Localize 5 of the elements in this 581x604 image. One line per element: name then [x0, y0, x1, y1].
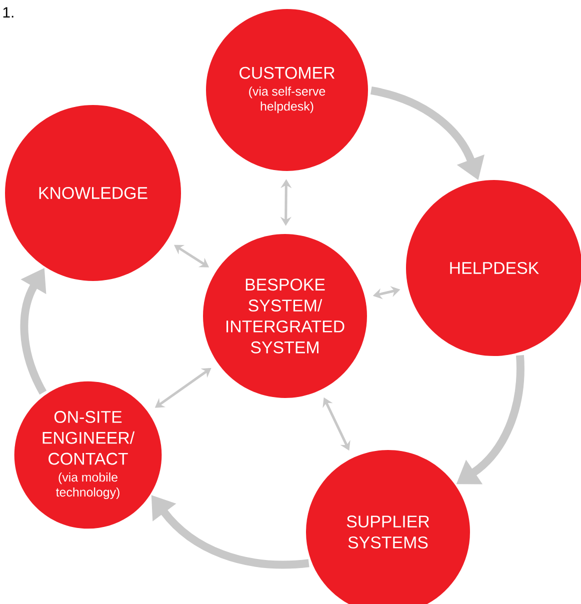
circle-node: CUSTOMER (via self-serve helpdesk) [206, 9, 368, 171]
figure-number: 1. [3, 7, 14, 18]
circle-node: BESPOKE SYSTEM/ INTERGRATED SYSTEM [203, 234, 367, 398]
circle-node: ON-SITE ENGINEER/ CONTACT (via mobile technology) [14, 381, 162, 529]
circle-node: KNOWLEDGE [5, 105, 181, 281]
